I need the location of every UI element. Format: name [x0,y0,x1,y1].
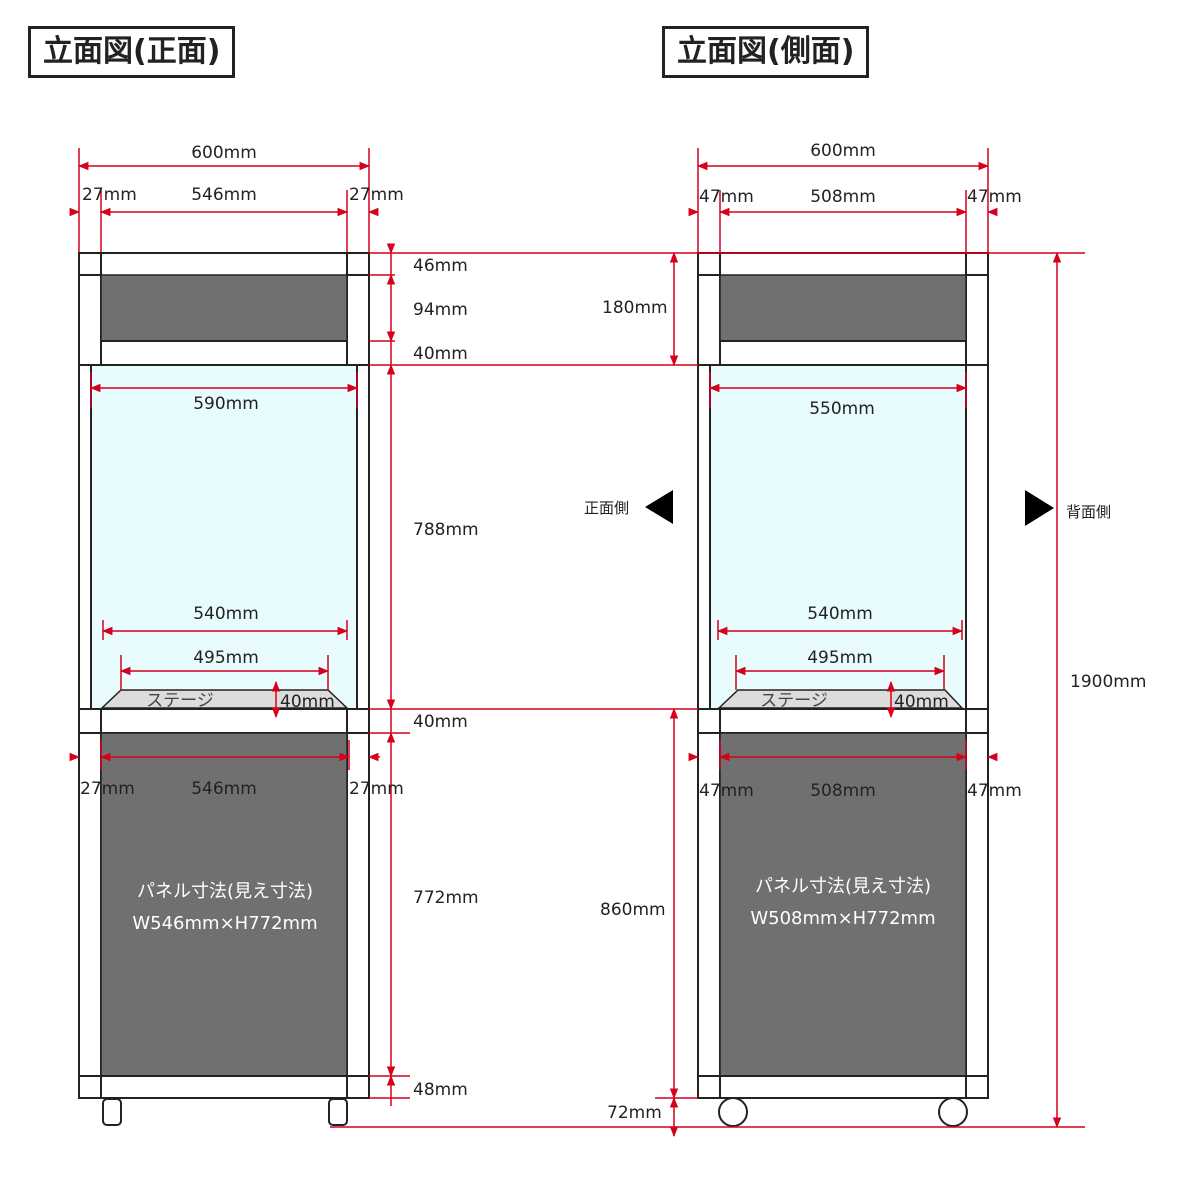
side-left-caster [718,1097,748,1127]
overall-height-label: 1900mm [1070,672,1146,692]
front-left-foot [102,1098,122,1126]
side-width-total-label: 600mm [810,141,876,161]
lower-total-height-label: 860mm [600,900,666,920]
front-lower-frame-right-label: 27mm [349,779,404,799]
front-side-label: 正面側 [584,499,629,517]
side-lower-frame-left-label: 47mm [699,781,754,801]
glass-height-label: 788mm [413,520,479,540]
front-glass [91,366,357,709]
side-header-panel [719,274,967,342]
front-lower-inner-width-label: 546mm [191,779,257,799]
side-elevation-title: 立面図(側面) [662,26,870,78]
side-inner-width-label: 508mm [810,187,876,207]
front-frame-left-label: 27mm [82,185,137,205]
front-elevation-title: 立面図(正面) [28,26,236,78]
mid-rail-bottom-height-label: 40mm [413,712,468,732]
side-stage-label: ステージ [760,691,828,711]
dimension-lines [69,148,1085,1138]
front-lower-panel [100,732,348,1077]
side-stage-height-label: 40mm [894,692,949,712]
side-lower-panel [719,732,967,1077]
side-frame-right-label: 47mm [967,187,1022,207]
side-frame-left-label: 47mm [699,187,754,207]
header-total-height-label: 180mm [602,298,668,318]
back-side-label: 背面側 [1066,503,1111,521]
front-stage-height-label: 40mm [280,692,335,712]
front-inner-width-label: 546mm [191,185,257,205]
front-frame-right-label: 27mm [349,185,404,205]
front-header-panel [100,274,348,342]
front-panel-size: W546mm×H772mm [132,913,317,934]
side-glass-width-label: 550mm [809,399,875,419]
top-rail-height-label: 46mm [413,256,468,276]
side-lower-inner-width-label: 508mm [810,781,876,801]
side-glass [710,366,966,709]
mid-rail-top-height-label: 40mm [413,344,468,364]
caster-height-label: 72mm [607,1103,662,1123]
front-stage-top-width-label: 540mm [193,604,259,624]
lower-panel-height-label: 772mm [413,888,479,908]
side-right-caster [938,1097,968,1127]
front-lower-frame-left-label: 27mm [80,779,135,799]
front-width-total-label: 600mm [191,143,257,163]
side-stage-top-width-label: 540mm [807,604,873,624]
side-panel-size: W508mm×H772mm [750,908,935,929]
side-stage-inner-width-label: 495mm [807,648,873,668]
front-cabinet [78,252,370,1126]
front-stage-inner-width-label: 495mm [193,648,259,668]
front-side-arrow-icon [645,490,673,524]
front-panel-title: パネル寸法(見え寸法) [137,881,313,902]
front-right-foot [328,1098,348,1126]
front-stage-label: ステージ [146,691,214,711]
back-side-arrow-icon [1025,490,1054,526]
side-cabinet [697,252,989,1127]
base-rail-height-label: 48mm [413,1080,468,1100]
front-glass-width-label: 590mm [193,394,259,414]
side-panel-title: パネル寸法(見え寸法) [755,876,931,897]
header-panel-height-label: 94mm [413,300,468,320]
side-lower-frame-right-label: 47mm [967,781,1022,801]
